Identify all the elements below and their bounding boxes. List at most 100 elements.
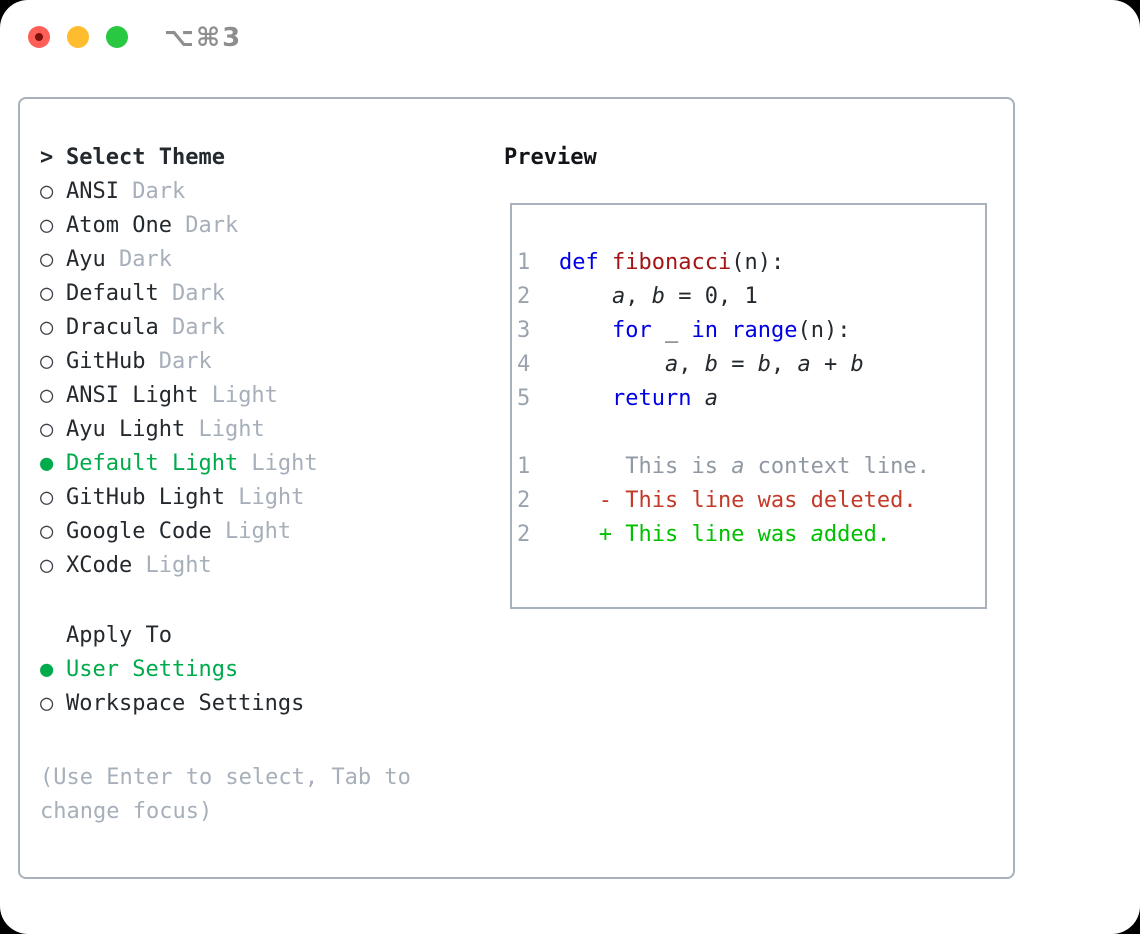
code-segment: range [731,318,798,343]
option-variant-label: Dark [118,179,186,204]
line-number: 2 [517,488,531,513]
keyboard-hint: (Use Enter to select, Tab to change focu… [40,761,411,829]
code-segment [691,386,704,411]
preview-line: 4 a, b = b, a + b [517,348,985,382]
theme-option[interactable]: ○Ayu Dark [40,243,411,277]
radio-unselected-icon: ○ [40,213,54,238]
option-label: Dracula [66,315,159,340]
line-content: return a [559,382,718,416]
hint-line-2: change focus) [40,799,213,824]
line-number: 5 [517,386,531,411]
code-segment: a [797,352,811,377]
preview-line [517,416,985,450]
option-variant-label: Dark [171,213,239,238]
code-segment: for [611,318,652,343]
preview-line: 2 - This line was deleted. [517,484,985,518]
code-segment: def [559,250,612,275]
theme-list-header: > Select Theme [40,141,411,175]
code-segment: b [757,352,771,377]
code-segment: fibonacci [611,250,732,275]
option-label: ANSI Light [66,383,199,408]
theme-option[interactable]: ● Default Light Light [40,447,411,481]
option-variant-label: Light [224,485,305,510]
theme-option[interactable]: ○Google Code Light [40,515,411,549]
radio-selected-icon: ● [40,451,54,476]
code-segment: a [704,386,718,411]
code-segment: (n): [797,318,851,343]
code-segment: a [810,522,824,547]
code-segment [718,318,731,343]
code-segment: b [850,352,864,377]
theme-option[interactable]: ○ Atom One Dark [40,209,411,243]
option-variant-label: Light [198,383,278,408]
apply-header-spacer [40,619,66,653]
code-segment: b [704,352,718,377]
window-title: ⌥⌘3 [164,23,243,53]
option-label: XCode [66,553,133,578]
code-segment: + This line was [559,522,811,547]
option-label: Workspace Settings [66,691,305,716]
theme-option[interactable]: ○Default Dark [40,277,411,311]
theme-option[interactable]: ○GitHub Dark [40,345,411,379]
line-number: 1 [517,250,531,275]
option-label: User Settings [66,657,239,682]
line-content: a, b = b, a + b [559,348,864,382]
option-label: GitHub Light [66,485,225,510]
theme-option[interactable]: ○GitHub Light Light [40,481,411,515]
theme-option[interactable]: ○ANSI Light Light [40,379,411,413]
radio-unselected-icon: ○ [40,315,54,340]
apply-target-option[interactable]: ●User Settings [40,653,411,687]
code-segment: , [770,352,798,377]
code-segment: = [717,352,758,377]
code-segment: dded. [823,522,891,547]
option-label: Default Light [66,451,239,476]
option-variant-label: Light [238,451,318,476]
code-segment: (n): [731,250,785,275]
line-content: def fibonacci(n): [559,246,784,280]
code-segment [559,318,612,343]
option-variant-label: Light [185,417,265,442]
hint-line-1: (Use Enter to select, Tab to [40,765,411,790]
option-variant-label: Dark [158,315,225,340]
radio-unselected-icon: ○ [40,417,54,442]
code-segment: - This line was deleted. [559,488,917,513]
apply-to-list: ●User Settings○Workspace Settings [40,653,411,721]
preview-line: 1 def fibonacci(n): [517,246,985,280]
theme-option[interactable]: ○ANSI Dark [40,175,411,209]
theme-option[interactable]: ○ Ayu Light Light [40,413,411,447]
code-segment [559,284,612,309]
code-segment: + [810,352,851,377]
code-segment: b [651,284,665,309]
option-label: Ayu Light [66,417,186,442]
theme-option[interactable]: ○ Dracula Dark [40,311,411,345]
preview-title: Preview [504,145,597,170]
close-button[interactable] [28,26,50,48]
minimize-button[interactable] [67,26,89,48]
theme-option[interactable]: ○XCode Light [40,549,411,583]
code-segment: a [611,284,626,309]
theme-selector-panel: > Select Theme ○ANSI Dark○Atom One Dark○… [18,97,1015,879]
line-number [517,416,559,450]
theme-list: ○ANSI Dark○Atom One Dark○Ayu Dark○Defaul… [40,175,411,583]
option-label: GitHub [66,349,146,374]
radio-unselected-icon: ○ [40,519,54,544]
apply-target-option[interactable]: ○Workspace Settings [40,687,411,721]
code-segment: , [625,284,652,309]
line-content: a, b = 0, 1 [559,280,758,314]
code-segment: in [691,318,718,343]
option-label: Google Code [66,519,212,544]
option-label: Atom One [66,213,172,238]
radio-unselected-icon: ○ [40,349,54,374]
line-number: 2 [517,522,531,547]
code-segment [559,352,665,377]
line-content: - This line was deleted. [559,484,917,518]
zoom-button[interactable] [106,26,128,48]
radio-unselected-icon: ○ [40,179,54,204]
line-number: 1 [517,454,531,479]
code-segment: a [664,352,679,377]
line-number: 2 [517,284,531,309]
line-content: + This line was added. [559,518,890,552]
